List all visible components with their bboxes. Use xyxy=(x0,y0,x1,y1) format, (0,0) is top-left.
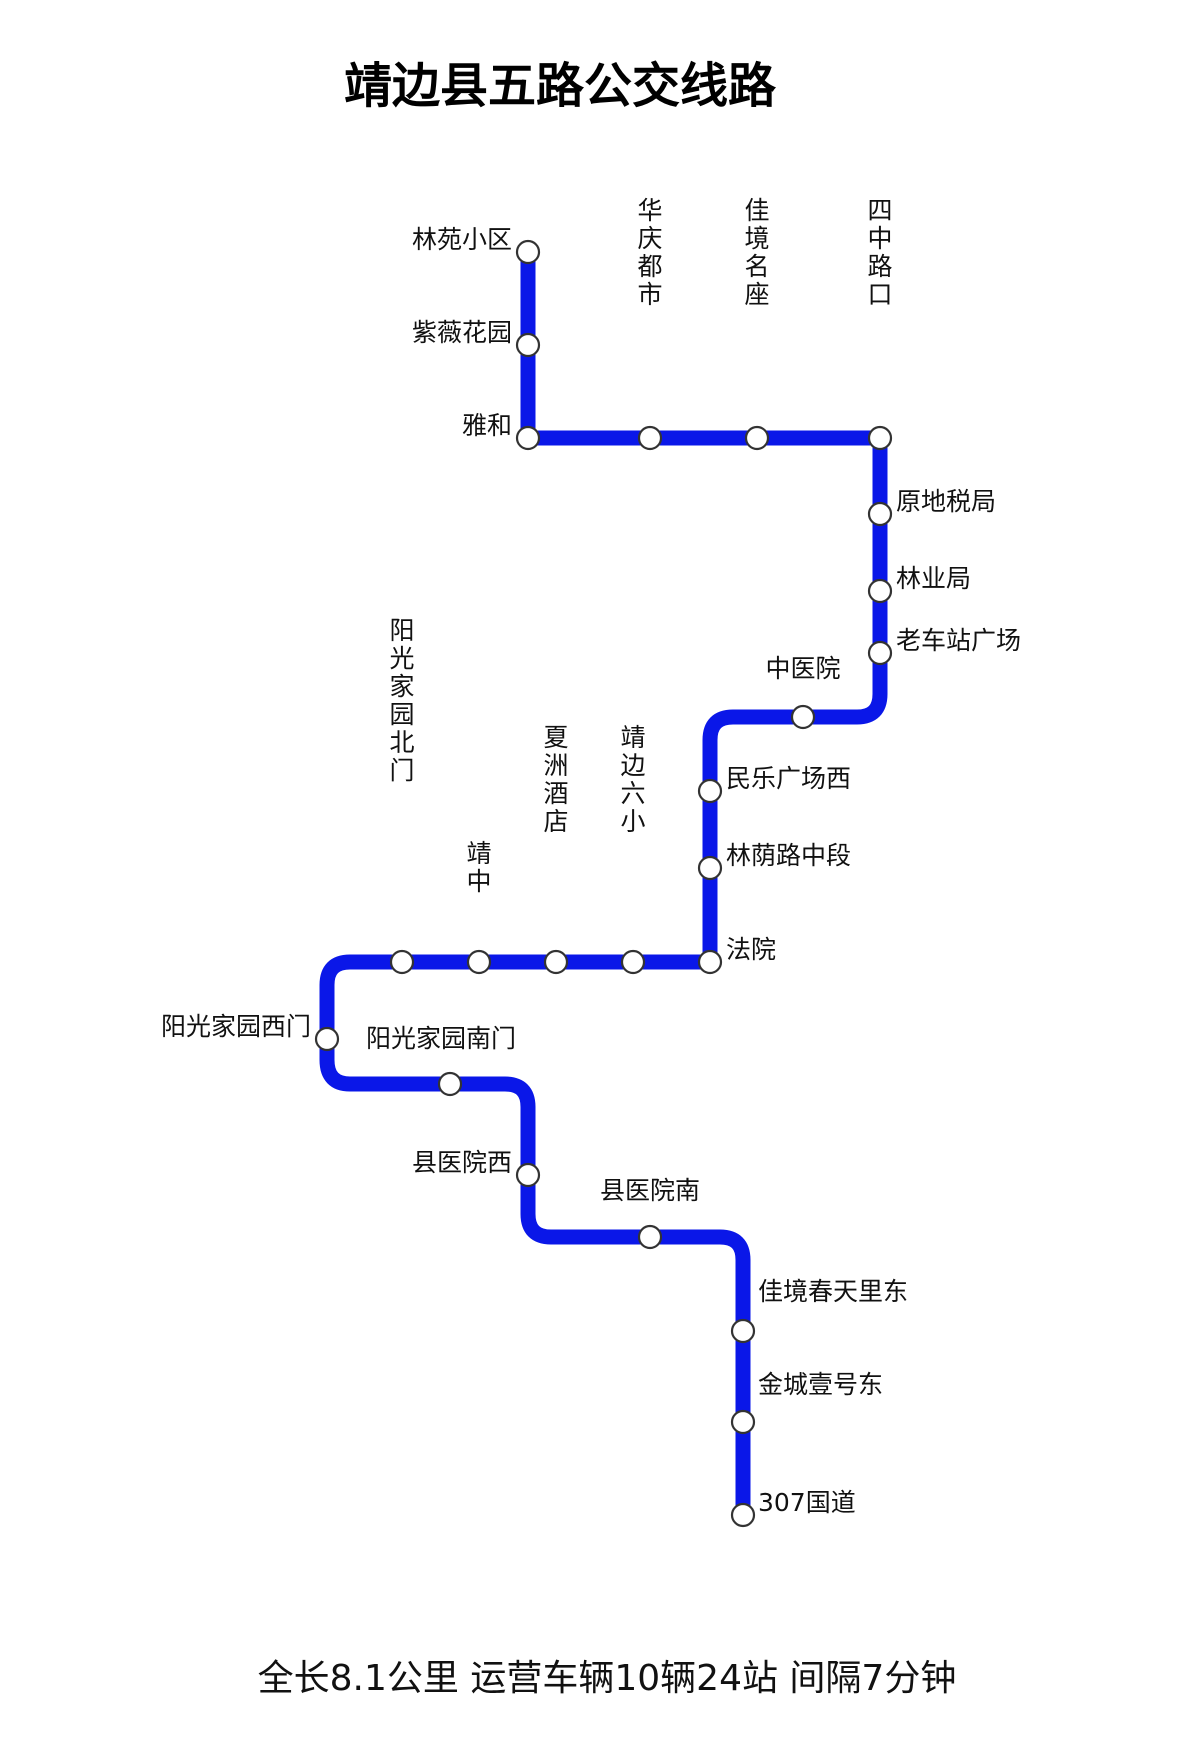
stop-marker xyxy=(867,425,893,451)
bus-stop: 县医院南 xyxy=(600,1176,700,1250)
stop-marker xyxy=(515,332,541,358)
bus-stop: 华庆都市 xyxy=(637,196,663,451)
stop-marker xyxy=(697,778,723,804)
stop-label: 民乐广场西 xyxy=(726,764,851,793)
bus-stop: 佳境春天里东 xyxy=(730,1277,908,1344)
bus-stop: 夏洲酒店 xyxy=(543,723,569,975)
bus-stop: 中医院 xyxy=(765,654,841,730)
stop-marker xyxy=(730,1409,756,1435)
stop-label: 夏洲酒店 xyxy=(543,723,568,836)
stop-label: 佳境名座 xyxy=(744,196,769,309)
stop-label: 四中路口 xyxy=(867,196,892,309)
stop-label: 阳光家园北门 xyxy=(389,616,414,785)
stop-marker xyxy=(515,239,541,265)
stop-marker xyxy=(867,640,893,666)
bus-stop: 靖边六小 xyxy=(620,723,646,975)
bus-stop: 县医院西 xyxy=(412,1148,541,1188)
stop-marker xyxy=(543,949,569,975)
stop-marker xyxy=(867,578,893,604)
bus-stop: 307国道 xyxy=(730,1488,856,1528)
bus-stop: 金城壹号东 xyxy=(730,1370,883,1435)
stop-label: 雅和 xyxy=(462,411,512,440)
stop-marker xyxy=(867,501,893,527)
stop-marker xyxy=(314,1026,340,1052)
bus-stop: 林业局 xyxy=(867,564,971,604)
stop-marker xyxy=(389,949,415,975)
stop-marker xyxy=(437,1071,463,1097)
stop-marker xyxy=(790,704,816,730)
bus-stop: 紫薇花园 xyxy=(412,318,541,358)
stop-label: 林苑小区 xyxy=(412,225,512,254)
stop-marker xyxy=(515,425,541,451)
bus-stop: 靖中 xyxy=(466,839,492,975)
stop-marker xyxy=(744,425,770,451)
stop-label: 原地税局 xyxy=(896,487,996,516)
stop-label: 阳光家园南门 xyxy=(366,1024,516,1053)
stop-label: 林荫路中段 xyxy=(726,841,851,870)
bus-stop: 原地税局 xyxy=(867,487,996,527)
bus-stop: 民乐广场西 xyxy=(697,764,851,804)
stop-label: 307国道 xyxy=(758,1488,856,1517)
stop-label: 靖边六小 xyxy=(620,723,645,836)
stop-label: 紫薇花园 xyxy=(412,318,512,347)
route-summary: 全长8.1公里 运营车辆10辆24站 间隔7分钟 xyxy=(258,1658,957,1699)
stop-label: 县医院南 xyxy=(600,1176,700,1205)
stop-marker xyxy=(697,855,723,881)
stop-label: 阳光家园西门 xyxy=(161,1012,311,1041)
stop-label: 佳境春天里东 xyxy=(758,1277,908,1306)
bus-stop: 林荫路中段 xyxy=(697,841,851,881)
stop-label: 中医院 xyxy=(765,654,840,683)
stop-label: 法院 xyxy=(726,935,776,964)
bus-stop: 雅和 xyxy=(462,411,541,451)
stop-marker xyxy=(697,949,723,975)
bus-stop: 老车站广场 xyxy=(867,626,1021,666)
stop-marker xyxy=(637,1224,663,1250)
stop-marker xyxy=(730,1318,756,1344)
bus-stop: 四中路口 xyxy=(867,196,893,451)
stop-marker xyxy=(515,1162,541,1188)
bus-stop: 阳光家园北门 xyxy=(389,616,415,975)
stop-marker xyxy=(466,949,492,975)
route-line xyxy=(319,244,888,1523)
map-title: 靖边县五路公交线路 xyxy=(344,58,777,114)
bus-stop: 林苑小区 xyxy=(412,225,541,265)
stop-marker xyxy=(620,949,646,975)
stop-label: 老车站广场 xyxy=(896,626,1021,655)
bus-stop: 阳光家园西门 xyxy=(161,1012,340,1052)
stop-label: 靖中 xyxy=(466,839,491,896)
stop-label: 金城壹号东 xyxy=(758,1370,883,1399)
stop-marker xyxy=(637,425,663,451)
stop-label: 林业局 xyxy=(896,564,971,593)
bus-stop: 佳境名座 xyxy=(744,196,770,451)
stop-label: 华庆都市 xyxy=(637,196,662,309)
bus-stop: 阳光家园南门 xyxy=(366,1024,516,1097)
stop-label: 县医院西 xyxy=(412,1148,512,1177)
stop-marker xyxy=(730,1502,756,1528)
bus-stop: 法院 xyxy=(697,935,776,975)
